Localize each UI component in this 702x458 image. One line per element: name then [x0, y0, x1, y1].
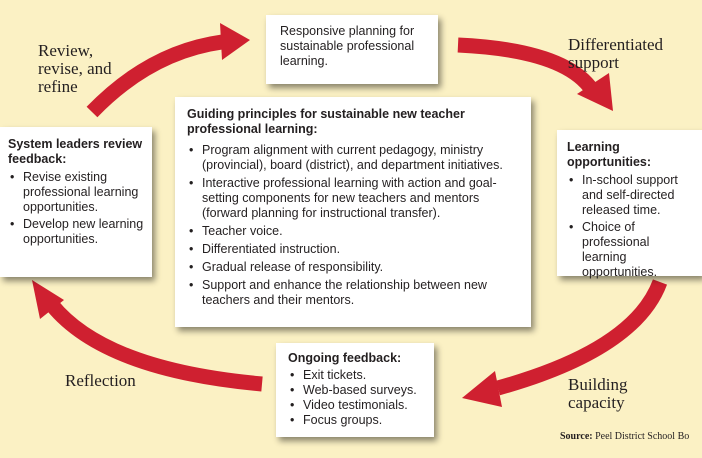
left-box-title: System leaders review feedback: — [8, 137, 143, 166]
center-list-item: Gradual release of responsibility. — [187, 260, 519, 275]
right-list-item: In-school support and self-directed rele… — [567, 173, 696, 218]
arrowhead-top-left — [220, 23, 250, 60]
right-box-list: In-school support and self-directed rele… — [567, 173, 696, 280]
source-label: Source: — [560, 431, 593, 442]
label-differentiated-support: Differentiated support — [568, 35, 664, 72]
arrow-bottom-left — [46, 300, 263, 392]
left-box: System leaders review feedback: Revise e… — [0, 127, 152, 277]
left-list-item: Develop new learning opportunities. — [8, 217, 146, 247]
left-box-list: Revise existing professional learning op… — [8, 170, 146, 247]
bottom-list-item: Video testimonials. — [288, 398, 424, 413]
arrow-bottom-right — [495, 279, 668, 396]
bottom-list-item: Exit tickets. — [288, 368, 424, 383]
center-box: Guiding principles for sustainable new t… — [175, 97, 531, 327]
arrowhead-top-right — [577, 73, 613, 111]
top-box-text: Responsive planning for sustainable prof… — [280, 24, 415, 68]
right-box-title: Learning opportunities: — [567, 140, 652, 169]
bottom-box-title: Ongoing feedback: — [288, 351, 402, 365]
arrowhead-bottom-left — [32, 280, 64, 319]
center-list-item: Differentiated instruction. — [187, 242, 519, 257]
arrow-top-right — [457, 37, 599, 95]
right-box: Learning opportunities: In-school suppor… — [557, 130, 702, 279]
arrowhead-bottom-right — [462, 371, 502, 407]
center-box-list: Program alignment with current pedagogy,… — [187, 143, 519, 308]
center-list-item: Support and enhance the relationship bet… — [187, 278, 519, 308]
source-text: Peel District School Bo — [595, 431, 690, 442]
center-list-item: Program alignment with current pedagogy,… — [187, 143, 519, 173]
arrow-top-left — [86, 34, 224, 118]
label-building-capacity: Building capacity — [568, 375, 628, 412]
label-reflection: Reflection — [65, 371, 136, 390]
top-box: Responsive planning for sustainable prof… — [266, 15, 438, 84]
right-list-item: Choice of professional learning opportun… — [567, 220, 696, 280]
left-list-item: Revise existing professional learning op… — [8, 170, 146, 215]
center-list-item: Teacher voice. — [187, 224, 519, 239]
bottom-list-item: Web-based surveys. — [288, 383, 424, 398]
label-review-revise-refine: Review, revise, and refine — [38, 41, 112, 96]
bottom-box: Ongoing feedback: Exit tickets. Web-base… — [276, 343, 434, 437]
center-list-item: Interactive professional learning with a… — [187, 176, 519, 221]
center-box-title: Guiding principles for sustainable new t… — [187, 107, 465, 136]
source-note: Source: Peel District School Bo — [560, 431, 689, 442]
bottom-list-item: Focus groups. — [288, 413, 424, 428]
bottom-box-list: Exit tickets. Web-based surveys. Video t… — [288, 368, 424, 428]
